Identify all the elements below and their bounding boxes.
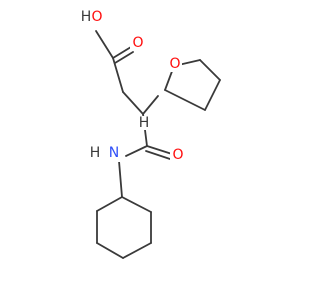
- thf-ring-o-label: O: [169, 56, 180, 72]
- bond-ch-thf: [142, 95, 159, 115]
- amide-carbonyl-o-label: O: [172, 147, 183, 163]
- bond-acid-c-ch2: [112, 57, 124, 93]
- bond-amide-c-o-b: [145, 150, 171, 160]
- amide-n-label: N: [109, 145, 119, 161]
- structure-svg: H O O O H O H N: [81, 9, 221, 259]
- hydroxyl-o-label: O: [91, 9, 102, 25]
- bond-c-o-double-a: [112, 46, 132, 59]
- bond-cy-1: [96, 196, 123, 212]
- bond-oh-c: [95, 30, 114, 59]
- bond-amide-c-o-a: [146, 145, 173, 155]
- bond-cy-3: [96, 242, 124, 259]
- bond-amide-c-n: [125, 145, 148, 157]
- bond-thf-c5-c4: [199, 59, 221, 81]
- hydroxyl-h-label: H: [81, 9, 92, 25]
- atom-labels: H O O O H O H N: [81, 9, 186, 164]
- bond-thf-c4-c3: [204, 79, 221, 111]
- bond-ch2-ch: [122, 91, 144, 115]
- bond-cy-6: [121, 196, 152, 213]
- bond-cy-4: [122, 242, 152, 259]
- bond-n-cyclohexyl: [118, 160, 123, 198]
- acid-carbonyl-o-label: O: [132, 35, 143, 51]
- molecule-diagram: H O O O H O H N: [81, 9, 221, 259]
- ring-h-label: H: [139, 115, 150, 131]
- amide-h-label: H: [90, 145, 101, 161]
- bond-thf-c3-c2: [164, 89, 206, 111]
- bond-c-o-double-b: [114, 51, 134, 64]
